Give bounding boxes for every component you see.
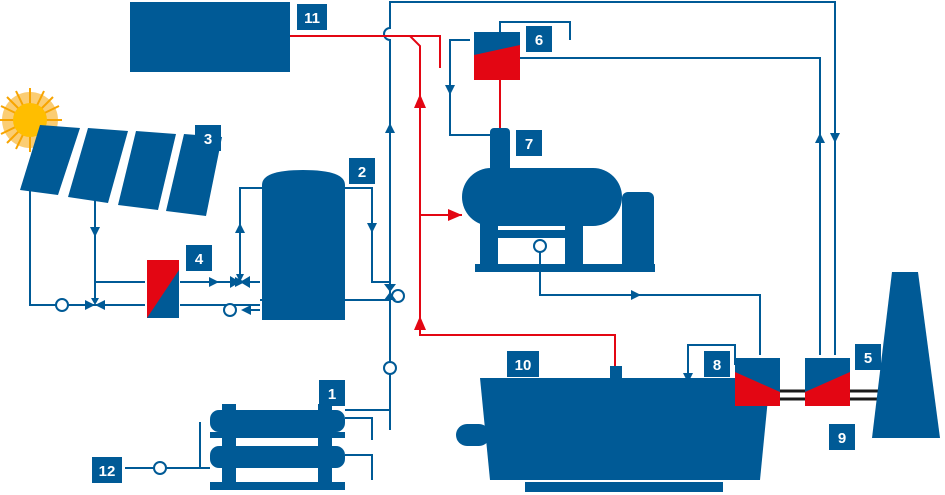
pump-icon bbox=[533, 239, 547, 253]
label-7: 7 bbox=[516, 130, 542, 156]
pump-icon bbox=[383, 361, 397, 375]
heat-exchanger-8 bbox=[735, 358, 780, 406]
valve-icon bbox=[384, 284, 396, 300]
label-8: 8 bbox=[704, 351, 730, 377]
heat-exchanger-4 bbox=[147, 260, 179, 318]
label-6-text: 6 bbox=[535, 32, 543, 49]
label-1: 1 bbox=[319, 380, 345, 406]
label-11: 11 bbox=[297, 4, 327, 30]
boiler-10 bbox=[456, 366, 770, 492]
blue-pipes bbox=[29, 1, 836, 480]
heat-exchanger-6 bbox=[474, 32, 520, 80]
label-1-text: 1 bbox=[328, 386, 336, 403]
label-4-text: 4 bbox=[195, 251, 204, 268]
storage-tank-2 bbox=[262, 170, 345, 320]
pumps bbox=[55, 239, 547, 475]
label-9-text: 9 bbox=[838, 430, 846, 447]
label-6: 6 bbox=[526, 26, 552, 52]
component-11-unit bbox=[130, 2, 290, 72]
label-3-text: 3 bbox=[204, 131, 212, 148]
label-3: 3 bbox=[195, 125, 221, 151]
label-12: 12 bbox=[92, 457, 122, 483]
valve-icon bbox=[230, 274, 250, 288]
pump-icon bbox=[223, 303, 237, 317]
solar-collectors bbox=[20, 125, 222, 216]
label-8-text: 8 bbox=[713, 357, 721, 374]
pump-icon bbox=[153, 461, 167, 475]
label-9: 9 bbox=[829, 424, 855, 450]
valves bbox=[85, 274, 396, 310]
label-10: 10 bbox=[507, 351, 539, 377]
label-4: 4 bbox=[186, 245, 212, 271]
label-12-text: 12 bbox=[99, 463, 116, 480]
label-11-text: 11 bbox=[304, 10, 320, 27]
label-5: 5 bbox=[855, 344, 881, 370]
blue-flow-arrows bbox=[90, 75, 840, 383]
valve-icon bbox=[85, 298, 105, 310]
chimney bbox=[872, 272, 940, 438]
steam-tank-7 bbox=[462, 128, 655, 272]
heat-exchanger-1 bbox=[210, 404, 345, 490]
red-flow-arrows bbox=[414, 94, 462, 330]
pump-icon bbox=[55, 298, 69, 312]
label-2-text: 2 bbox=[358, 164, 366, 181]
label-7-text: 7 bbox=[525, 136, 533, 153]
label-2: 2 bbox=[349, 158, 375, 184]
label-5-text: 5 bbox=[864, 350, 872, 367]
number-labels: 1 2 3 4 5 6 7 8 9 10 11 12 bbox=[92, 4, 881, 483]
label-10-text: 10 bbox=[515, 357, 532, 374]
heat-exchanger-5 bbox=[805, 358, 850, 406]
pump-icon bbox=[391, 289, 405, 303]
